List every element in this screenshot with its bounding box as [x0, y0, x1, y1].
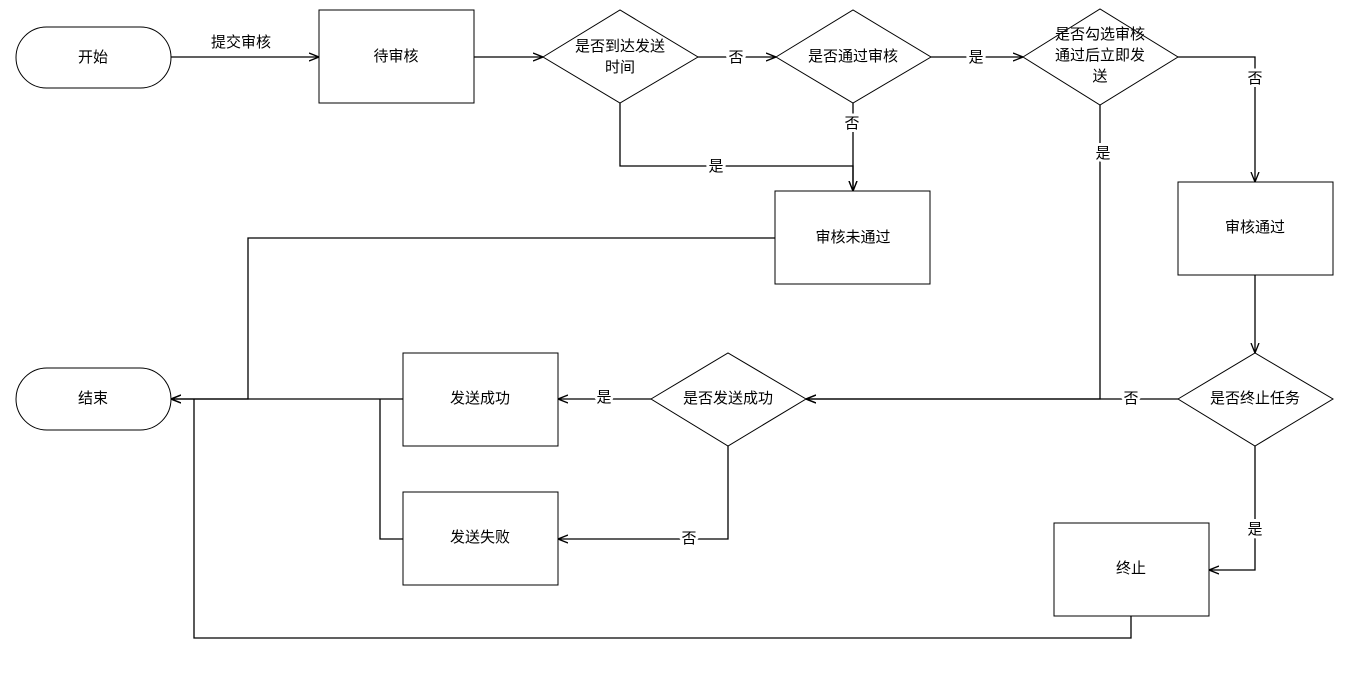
node-send-immediately: 是否勾选审核 通过后立即发 送	[1022, 8, 1179, 106]
passed-review-label: 是否通过审核	[808, 47, 898, 65]
edge-label-immediate-no: 否	[1247, 69, 1262, 87]
edge-label-success-yes: 是	[596, 388, 611, 406]
node-send-failed: 发送失败	[402, 491, 559, 586]
edge-send-failed-to-end	[379, 399, 403, 540]
node-terminate-task: 是否终止任务	[1177, 352, 1334, 447]
edge-label-terminate-yes: 是	[1247, 520, 1262, 538]
start-terminal-shape	[15, 26, 172, 89]
send-immediately-label-line-1: 是否勾选审核	[1055, 25, 1145, 43]
node-terminated: 终止	[1053, 522, 1210, 617]
reached-time-diamond	[542, 9, 699, 104]
edge-immediate-no	[1178, 56, 1255, 182]
edge-label-reached-no: 否	[728, 48, 743, 66]
node-start: 开始	[15, 26, 172, 89]
send-success-check-diamond	[650, 352, 807, 447]
review-passed-label: 审核通过	[1225, 218, 1285, 236]
pending-label: 待审核	[373, 47, 418, 65]
edge-terminate-yes	[1209, 446, 1256, 570]
send-success-check-label: 是否发送成功	[683, 389, 773, 407]
node-passed-review: 是否通过审核	[775, 9, 932, 104]
edge-terminated-to-end	[193, 399, 1132, 639]
passed-review-diamond	[775, 9, 932, 104]
node-send-success-check: 是否发送成功	[650, 352, 807, 447]
node-review-passed: 审核通过	[1177, 181, 1334, 276]
node-send-success: 发送成功	[402, 352, 559, 447]
terminate-task-diamond	[1177, 352, 1334, 447]
edge-label-reached-yes: 是	[708, 157, 723, 175]
edge-success-no	[558, 446, 729, 539]
edges	[171, 56, 1256, 639]
edge-label-passed-yes: 是	[968, 48, 983, 66]
start-label: 开始	[78, 48, 108, 66]
reached-time-label-line-1: 是否到达发送	[575, 37, 665, 55]
terminate-task-label: 是否终止任务	[1210, 389, 1300, 407]
terminated-label: 终止	[1116, 559, 1146, 577]
send-success-label: 发送成功	[450, 389, 510, 407]
edge-reached-time-yes	[619, 103, 853, 191]
send-immediately-diamond	[1022, 8, 1179, 106]
review-failed-label: 审核未通过	[815, 228, 890, 246]
node-end: 结束	[15, 367, 172, 431]
node-reached-time: 是否到达发送 时间	[542, 9, 699, 104]
edge-label-submit: 提交审核	[211, 33, 271, 51]
edge-labels: 提交审核 否 是 否 是 否 是 否 是 是 否	[208, 30, 1266, 550]
end-terminal-shape	[15, 367, 172, 431]
terminated-box	[1053, 522, 1210, 617]
edge-label-success-no: 否	[681, 529, 696, 547]
pending-box	[318, 9, 475, 104]
node-review-failed: 审核未通过	[774, 190, 931, 285]
send-failed-box	[402, 491, 559, 586]
send-failed-label: 发送失败	[450, 528, 510, 546]
review-passed-box	[1177, 181, 1334, 276]
edge-label-passed-no: 否	[844, 114, 859, 132]
send-immediately-label-line-2: 通过后立即发	[1055, 46, 1145, 64]
reached-time-label-line-2: 时间	[605, 58, 635, 76]
end-label: 结束	[78, 389, 108, 407]
review-failed-box	[774, 190, 931, 285]
send-immediately-label-line-3: 送	[1092, 67, 1107, 85]
send-success-box	[402, 352, 559, 447]
node-pending: 待审核	[318, 9, 475, 104]
edge-label-immediate-yes: 是	[1095, 144, 1110, 162]
edge-label-terminate-no: 否	[1123, 389, 1138, 407]
